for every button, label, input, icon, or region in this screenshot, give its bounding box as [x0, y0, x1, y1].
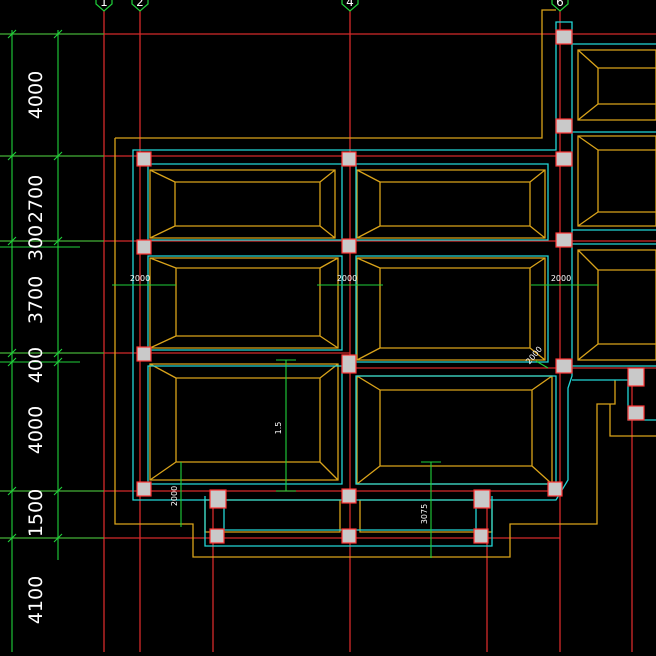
- column-far-right-2[interactable]: [627, 405, 645, 421]
- column-C4[interactable]: [341, 354, 357, 374]
- column-bottom-right[interactable]: [473, 489, 491, 509]
- beam-inner-loop-right: [355, 163, 557, 485]
- callout-2000-left: 2000: [130, 274, 150, 283]
- column-A4[interactable]: [341, 151, 357, 167]
- axis-label: 4: [346, 0, 354, 9]
- grid-axes: [0, 10, 656, 652]
- column-A6[interactable]: [555, 118, 573, 134]
- callout-2000-right: 2000: [551, 274, 571, 283]
- column-C2[interactable]: [136, 346, 152, 362]
- row-dim-4100: 4100: [25, 576, 47, 624]
- beam-right-column: [572, 43, 656, 421]
- beam-inner-loop: [147, 163, 343, 485]
- axis-bubble-4[interactable]: 4: [341, 0, 359, 12]
- column-bottom-left[interactable]: [209, 489, 227, 509]
- row-dim-4000-mid: 4000: [25, 406, 47, 454]
- pit-mid-right: [356, 257, 546, 361]
- pit-bottom-strip: [204, 499, 493, 533]
- axis-label: 1: [100, 0, 108, 9]
- column-D6[interactable]: [547, 481, 563, 497]
- callout-3075: 3075: [420, 504, 429, 524]
- row-dim-300: 300: [25, 225, 47, 261]
- axis-bubble-2[interactable]: 2: [131, 0, 149, 12]
- column-bottom-right-2[interactable]: [473, 528, 489, 544]
- row-dimension-labels: 4000 300 2700 3700 400 4000 1500 4100: [25, 71, 47, 624]
- axis-bubble-1[interactable]: 1: [95, 0, 113, 12]
- row-dim-3700: 3700: [25, 276, 47, 324]
- column-D2[interactable]: [136, 481, 152, 497]
- column-E4[interactable]: [341, 528, 357, 544]
- row-dim-4000-top: 4000: [25, 71, 47, 119]
- pit-bottom-right: [356, 375, 553, 485]
- columns: [136, 29, 645, 544]
- column-C6[interactable]: [555, 358, 573, 374]
- column-B6-top[interactable]: [555, 151, 573, 167]
- column-D4[interactable]: [341, 488, 357, 504]
- column-A2[interactable]: [136, 151, 152, 167]
- foundation-outlines: [114, 9, 656, 558]
- row-dim-2700: 2700: [25, 175, 47, 223]
- row-dim-1500: 1500: [25, 489, 47, 537]
- axis-bubbles: 1 2 4 6: [95, 0, 569, 12]
- callout-dimension-lines: [112, 284, 598, 558]
- pit-right-mid: [577, 249, 656, 361]
- row-dim-400: 400: [25, 347, 47, 383]
- pit-right-top: [577, 49, 656, 121]
- callout-2000-mid: 2000: [337, 274, 357, 283]
- column-bottom-left-2[interactable]: [209, 528, 225, 544]
- pit-top-left: [149, 169, 336, 239]
- column-B4[interactable]: [341, 238, 357, 254]
- callout-1-5: 1.5: [274, 422, 283, 435]
- axis-label: 6: [556, 0, 564, 9]
- pit-top-right: [356, 169, 546, 239]
- column-B6[interactable]: [555, 232, 573, 248]
- foundation-outer-boundary: [114, 9, 656, 558]
- column-far-right-1[interactable]: [627, 367, 645, 387]
- pit-bottom-left: [149, 363, 339, 481]
- axis-label: 2: [136, 0, 144, 9]
- dimension-chain-left: [0, 29, 104, 652]
- column-B2[interactable]: [136, 239, 152, 255]
- column-top6[interactable]: [555, 29, 573, 45]
- pit-right-upper: [577, 135, 656, 227]
- pit-mid-left: [149, 257, 339, 349]
- callout-2000-bottom: 2000: [170, 486, 179, 506]
- axis-bubble-6[interactable]: 6: [551, 0, 569, 12]
- beam-outer-loop: [132, 21, 573, 501]
